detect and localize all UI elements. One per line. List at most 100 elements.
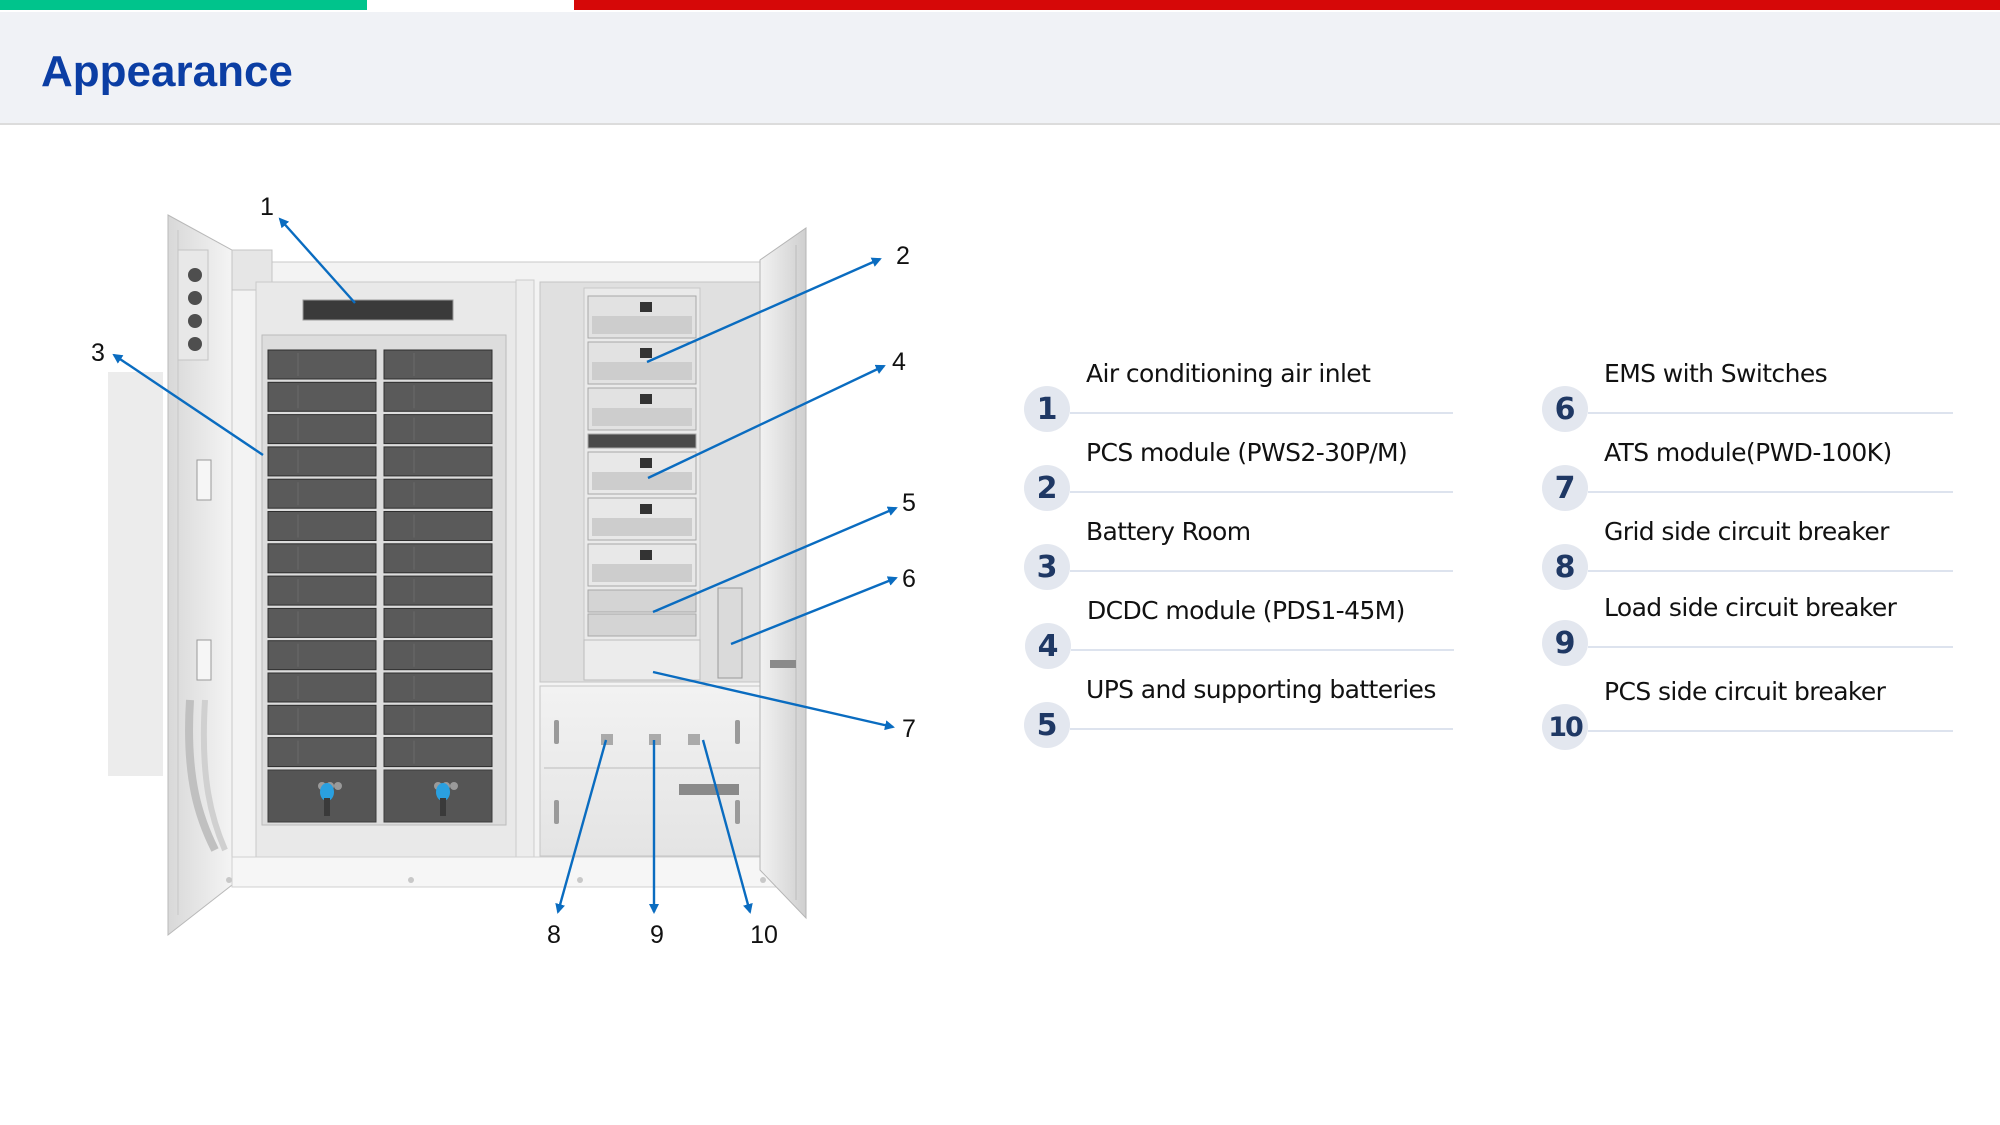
callout-number-1: 1 — [260, 193, 274, 221]
brand-stripe-white — [367, 0, 574, 10]
equipment-unit — [587, 295, 697, 339]
battery-module — [267, 381, 377, 412]
battery-module — [267, 672, 377, 703]
legend-number-badge: 7 — [1542, 465, 1588, 511]
legend-item: 2 PCS module (PWS2-30P/M) — [1024, 438, 1484, 525]
callout-number-7: 7 — [902, 715, 916, 743]
callout-arrow-10 — [701, 739, 753, 914]
callout-number-9: 9 — [650, 921, 664, 949]
right-door — [759, 227, 807, 920]
legend-item: 10 PCS side circuit breaker — [1542, 677, 2000, 764]
battery-module — [383, 478, 493, 509]
battery-module — [383, 543, 493, 574]
legend-item: 5 UPS and supporting batteries — [1024, 675, 1484, 762]
legend-label: Air conditioning air inlet — [1086, 359, 1371, 388]
battery-module — [267, 349, 377, 380]
battery-module — [267, 511, 377, 541]
equipment-unit — [587, 613, 697, 637]
battery-module — [267, 575, 377, 606]
callout-arrow-3 — [112, 353, 264, 456]
battery-module — [383, 381, 493, 412]
callout-number-10: 10 — [750, 921, 778, 949]
legend-item: 1 Air conditioning air inlet — [1024, 359, 1484, 446]
battery-module — [383, 704, 493, 735]
legend-label: Load side circuit breaker — [1604, 593, 1897, 622]
legend-number-badge: 4 — [1025, 623, 1071, 669]
legend-label: Grid side circuit breaker — [1604, 517, 1889, 546]
callout-arrow-6 — [730, 576, 898, 646]
legend-divider — [1070, 491, 1453, 493]
battery-module — [383, 607, 493, 638]
callout-number-3: 3 — [91, 339, 105, 367]
legend-divider — [1588, 491, 1953, 493]
legend-number-badge: 6 — [1542, 386, 1588, 432]
callout-arrow-8 — [555, 739, 608, 914]
callout-arrow-7 — [652, 670, 895, 731]
battery-module — [267, 640, 377, 671]
battery-module — [267, 607, 377, 638]
slide-header: Appearance — [0, 12, 2000, 125]
equipment-unit — [587, 497, 697, 541]
battery-module — [383, 414, 493, 445]
legend-number-badge: 5 — [1024, 702, 1070, 748]
battery-module — [267, 478, 377, 509]
battery-module — [383, 446, 493, 477]
battery-module — [383, 511, 493, 541]
battery-module — [383, 672, 493, 703]
equipment-unit — [587, 451, 697, 495]
battery-module — [383, 349, 493, 380]
air-inlet — [302, 299, 454, 321]
battery-module — [267, 704, 377, 735]
equipment-unit — [587, 543, 697, 587]
battery-module — [267, 543, 377, 574]
legend-divider — [1070, 412, 1453, 414]
battery-module — [383, 737, 493, 768]
equipment-unit — [587, 433, 697, 449]
legend-label: PCS module (PWS2-30P/M) — [1086, 438, 1408, 467]
legend-label: DCDC module (PDS1-45M) — [1087, 596, 1405, 625]
legend-number-badge: 8 — [1542, 544, 1588, 590]
battery-module — [383, 640, 493, 671]
legend-number-badge: 1 — [1024, 386, 1070, 432]
legend-item: 7 ATS module(PWD-100K) — [1542, 438, 2000, 525]
brand-stripe — [0, 0, 2000, 10]
battery-modules — [267, 349, 493, 768]
callout-number-2: 2 — [896, 242, 910, 270]
left-door — [167, 214, 233, 937]
battery-module — [383, 575, 493, 606]
legend-label: PCS side circuit breaker — [1604, 677, 1886, 706]
legend-number-badge: 9 — [1542, 620, 1588, 666]
legend-label: UPS and supporting batteries — [1086, 675, 1436, 704]
legend-item: 3 Battery Room — [1024, 517, 1484, 604]
legend-divider — [1588, 730, 1953, 732]
legend-number-badge: 10 — [1542, 704, 1588, 750]
callout-arrow-4 — [647, 364, 886, 480]
equipment-units — [587, 295, 697, 637]
side-panel — [108, 372, 163, 776]
callout-arrows — [112, 217, 898, 914]
legend-divider — [1588, 646, 1953, 648]
callout-arrow-5 — [652, 506, 898, 614]
callout-arrow-1 — [278, 217, 356, 304]
brand-stripe-green — [0, 0, 367, 10]
cabinet-figure: 1 2 3 4 5 6 7 8 9 10 — [91, 193, 916, 949]
battery-module — [267, 737, 377, 768]
legend-label: EMS with Switches — [1604, 359, 1828, 388]
legend-divider — [1071, 649, 1454, 651]
callout-arrow-2 — [646, 257, 882, 364]
page-title: Appearance — [41, 47, 293, 96]
legend-number-badge: 2 — [1024, 465, 1070, 511]
callout-number-4: 4 — [892, 348, 906, 376]
equipment-unit — [587, 589, 697, 613]
legend-label: Battery Room — [1086, 517, 1251, 546]
callout-numbers: 1 2 3 4 5 6 7 8 9 10 — [91, 193, 916, 949]
battery-control-boxes — [267, 769, 493, 823]
battery-module — [267, 446, 377, 477]
battery-module — [267, 414, 377, 445]
callout-number-5: 5 — [902, 489, 916, 517]
callout-number-8: 8 — [547, 921, 561, 949]
legend-number-badge: 3 — [1024, 544, 1070, 590]
equipment-unit — [587, 387, 697, 431]
legend-divider — [1588, 412, 1953, 414]
legend-divider — [1070, 570, 1453, 572]
